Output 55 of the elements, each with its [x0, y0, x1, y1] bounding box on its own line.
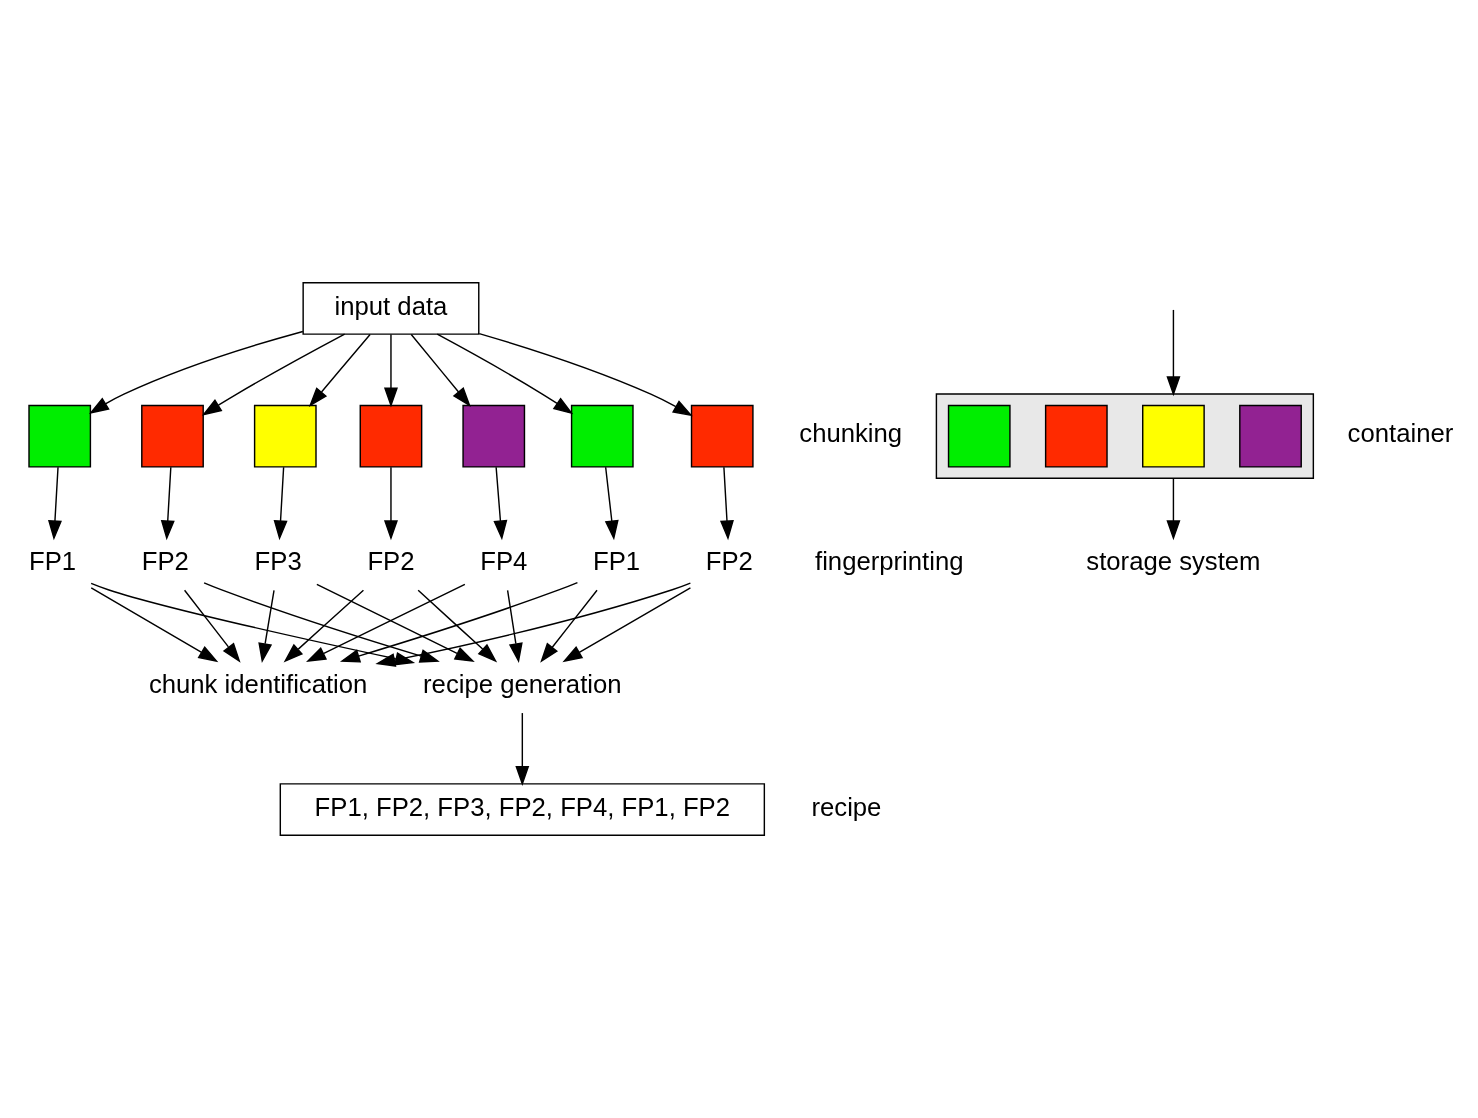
arrow — [1166, 477, 1181, 541]
node-label: recipe — [811, 792, 882, 821]
node-text: FP3 — [254, 547, 302, 576]
arrow — [88, 330, 304, 414]
arrow — [1166, 309, 1181, 397]
arrow — [201, 333, 346, 416]
arrow — [283, 589, 365, 663]
node-text: FP4 — [480, 547, 528, 576]
node-box: FP1, FP2, FP3, FP2, FP4, FP1, FP2 — [279, 783, 766, 836]
arrow — [203, 582, 440, 663]
node-text: FP2 — [705, 547, 753, 576]
cluster — [935, 393, 1315, 480]
node-box — [1239, 404, 1302, 468]
node-box — [1142, 404, 1205, 468]
node-box — [1044, 404, 1108, 468]
node-box: input data — [302, 282, 480, 335]
node-box — [462, 404, 526, 468]
node-box — [28, 404, 92, 468]
node-box — [690, 404, 754, 468]
arrow — [383, 466, 398, 541]
arrow — [183, 589, 241, 663]
arrow — [515, 712, 530, 786]
node-box — [947, 404, 1011, 468]
arrow — [506, 589, 523, 664]
arrow — [436, 333, 574, 415]
node-box — [253, 404, 317, 468]
arrow — [719, 466, 734, 541]
node-text: chunk identification — [148, 670, 368, 699]
label: chunking — [799, 419, 903, 448]
arrow — [604, 466, 619, 541]
arrow — [339, 581, 579, 663]
arrow — [493, 466, 508, 541]
node-label: container — [1347, 419, 1454, 448]
node-text: storage system — [1086, 547, 1261, 576]
node-box — [359, 404, 423, 468]
arrow — [417, 589, 498, 663]
node-text: FP1 — [593, 547, 641, 576]
arrow — [540, 589, 598, 663]
node-text: FP2 — [141, 547, 189, 576]
arrow — [258, 589, 275, 664]
arrow — [383, 333, 398, 408]
arrow — [562, 587, 692, 663]
arrow — [48, 466, 62, 541]
arrow — [90, 587, 219, 663]
arrow — [478, 332, 693, 417]
arrow — [273, 466, 288, 541]
arrow — [160, 466, 175, 541]
node-box — [141, 404, 204, 468]
arrow — [410, 333, 471, 407]
node-text: FP1 — [29, 547, 77, 576]
node-text: FP2 — [367, 547, 415, 576]
label: fingerprinting — [815, 547, 964, 576]
arrow — [308, 333, 371, 407]
node-text: recipe generation — [423, 670, 622, 699]
node-box — [570, 404, 634, 468]
